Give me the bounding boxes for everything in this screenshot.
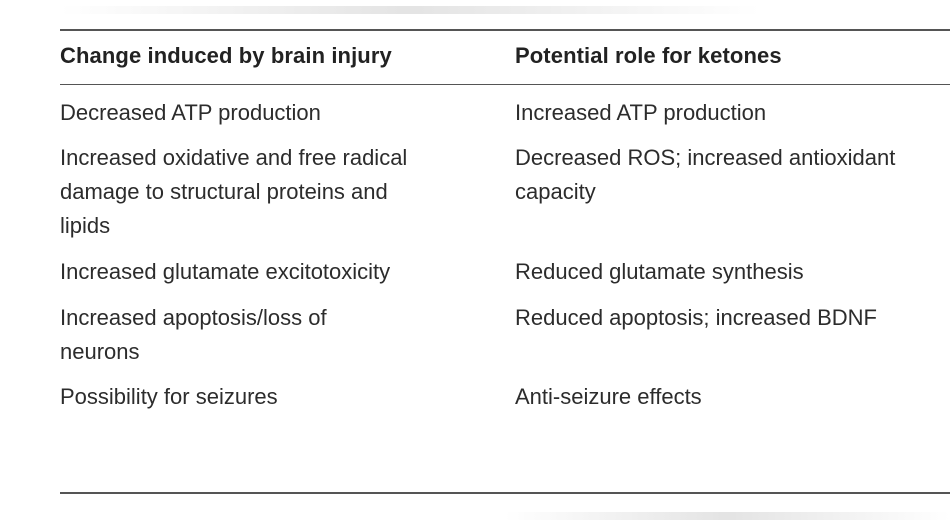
row-5-change: Possibility for seizures (60, 384, 278, 409)
clipped-footnote-text (505, 512, 950, 520)
row-3-role: Reduced glutamate synthesis (515, 259, 804, 284)
row-4-role: Reduced apoptosis; increased BDNF (515, 305, 877, 330)
table-bottom-rule (60, 492, 950, 494)
row-1-change: Decreased ATP production (60, 100, 321, 125)
row-1-role: Increased ATP production (515, 100, 767, 125)
clipped-caption-text (60, 6, 760, 14)
header-rule (60, 84, 950, 86)
row-2-change: Increased oxidative and free radical dam… (60, 145, 408, 238)
row-2-role: Decreased ROS; increased antioxidant cap… (515, 145, 896, 204)
table-top-rule (60, 29, 950, 31)
header-change-induced: Change induced by brain injury (60, 43, 392, 68)
row-5-role: Anti-seizure effects (515, 384, 702, 409)
row-4-change: Increased apoptosis/loss of neurons (60, 305, 327, 364)
row-3-change: Increased glutamate excitotoxicity (60, 259, 391, 284)
header-potential-role: Potential role for ketones (515, 43, 782, 68)
